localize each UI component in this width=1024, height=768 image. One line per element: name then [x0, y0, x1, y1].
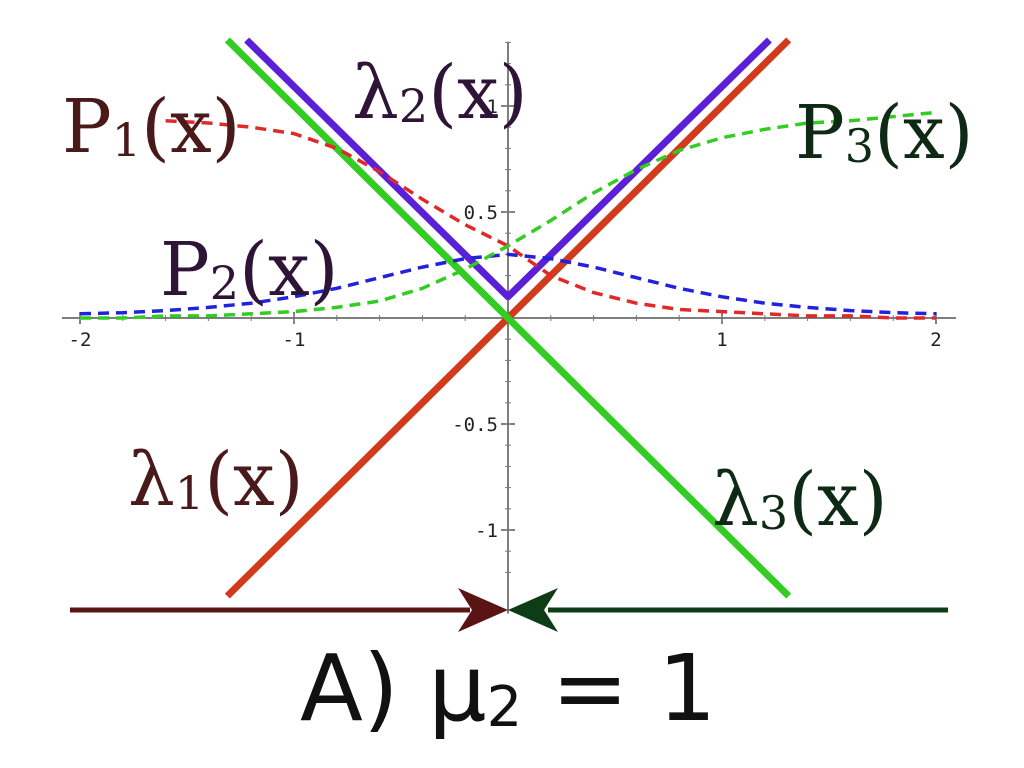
y-tick-label: -0.5	[452, 414, 498, 436]
label-P3: P3(x)	[795, 90, 974, 176]
label-P2: P2(x)	[160, 227, 339, 313]
right-arrow-head	[508, 588, 558, 632]
series-P3-line	[80, 110, 937, 320]
series-labels: λ1(x) λ2(x) λ3(x) P1(x) P2(x) P3(x)	[62, 50, 974, 543]
y-tick-label: -1	[475, 520, 498, 542]
label-P1: P1(x)	[62, 84, 241, 170]
x-tick-label: 1	[716, 329, 727, 351]
series-lambda3-line	[224, 37, 792, 599]
x-tick-label: 2	[930, 329, 941, 351]
label-lambda3: λ3(x)	[712, 457, 888, 543]
series-P1-line	[165, 119, 936, 320]
chart-ticks: -2 -1 1 2 0.5 1 -0.5 -1	[69, 41, 942, 573]
figure-caption: A) μ2 = 1	[300, 635, 716, 742]
series-P2-line	[79, 252, 937, 316]
convergence-arrows	[70, 588, 948, 632]
y-tick-label: 0.5	[464, 202, 498, 224]
x-tick-label: -1	[283, 329, 306, 351]
chart-series	[79, 37, 937, 599]
x-tick-label: -2	[69, 329, 92, 351]
label-lambda2: λ2(x)	[352, 50, 528, 136]
y-tick-label: 1	[487, 96, 498, 118]
left-arrow-head	[458, 588, 508, 632]
series-lambda2-line	[244, 37, 772, 301]
label-lambda1: λ1(x)	[128, 437, 304, 523]
